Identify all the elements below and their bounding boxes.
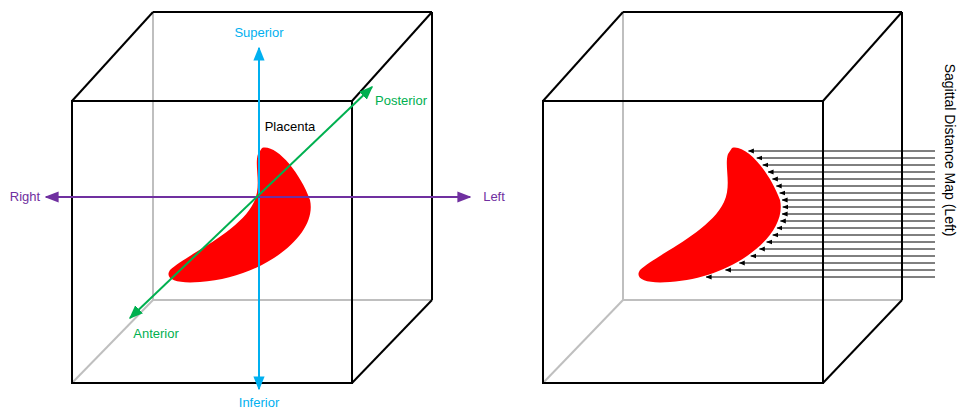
- axis-label: Inferior: [238, 395, 280, 411]
- cube-right: [543, 12, 902, 383]
- distance-ray: [757, 158, 935, 159]
- axis-label: Left: [482, 189, 506, 205]
- axis-label: Right: [9, 189, 41, 205]
- distance-ray: [739, 263, 935, 264]
- distance-ray: [726, 270, 935, 271]
- distance-ray: [782, 200, 935, 201]
- distance-ray: [776, 186, 935, 187]
- distance-ray: [782, 214, 935, 215]
- distance-ray: [783, 207, 935, 208]
- distance-ray: [777, 228, 935, 229]
- distance-rays: [706, 151, 935, 277]
- distance-ray: [748, 151, 935, 152]
- distance-ray: [780, 193, 935, 194]
- distance-ray: [767, 242, 935, 243]
- distance-ray: [706, 277, 935, 278]
- distance-ray: [763, 165, 935, 166]
- superior-inferior-axis: [258, 48, 260, 389]
- distance-ray: [751, 256, 935, 257]
- structure-label: Placenta: [264, 119, 317, 135]
- axis-label: Superior: [233, 25, 284, 41]
- placenta-shape: [638, 148, 780, 283]
- axis-label: Posterior: [374, 93, 428, 109]
- map-label: Sagittal Distance Map (Left): [942, 63, 958, 238]
- distance-ray: [759, 249, 935, 250]
- distance-ray: [773, 235, 935, 236]
- anterior-posterior-axis: [130, 87, 372, 318]
- distance-ray: [768, 172, 935, 173]
- distance-ray: [780, 221, 935, 222]
- distance-ray: [772, 179, 935, 180]
- axis-label: Anterior: [132, 326, 180, 342]
